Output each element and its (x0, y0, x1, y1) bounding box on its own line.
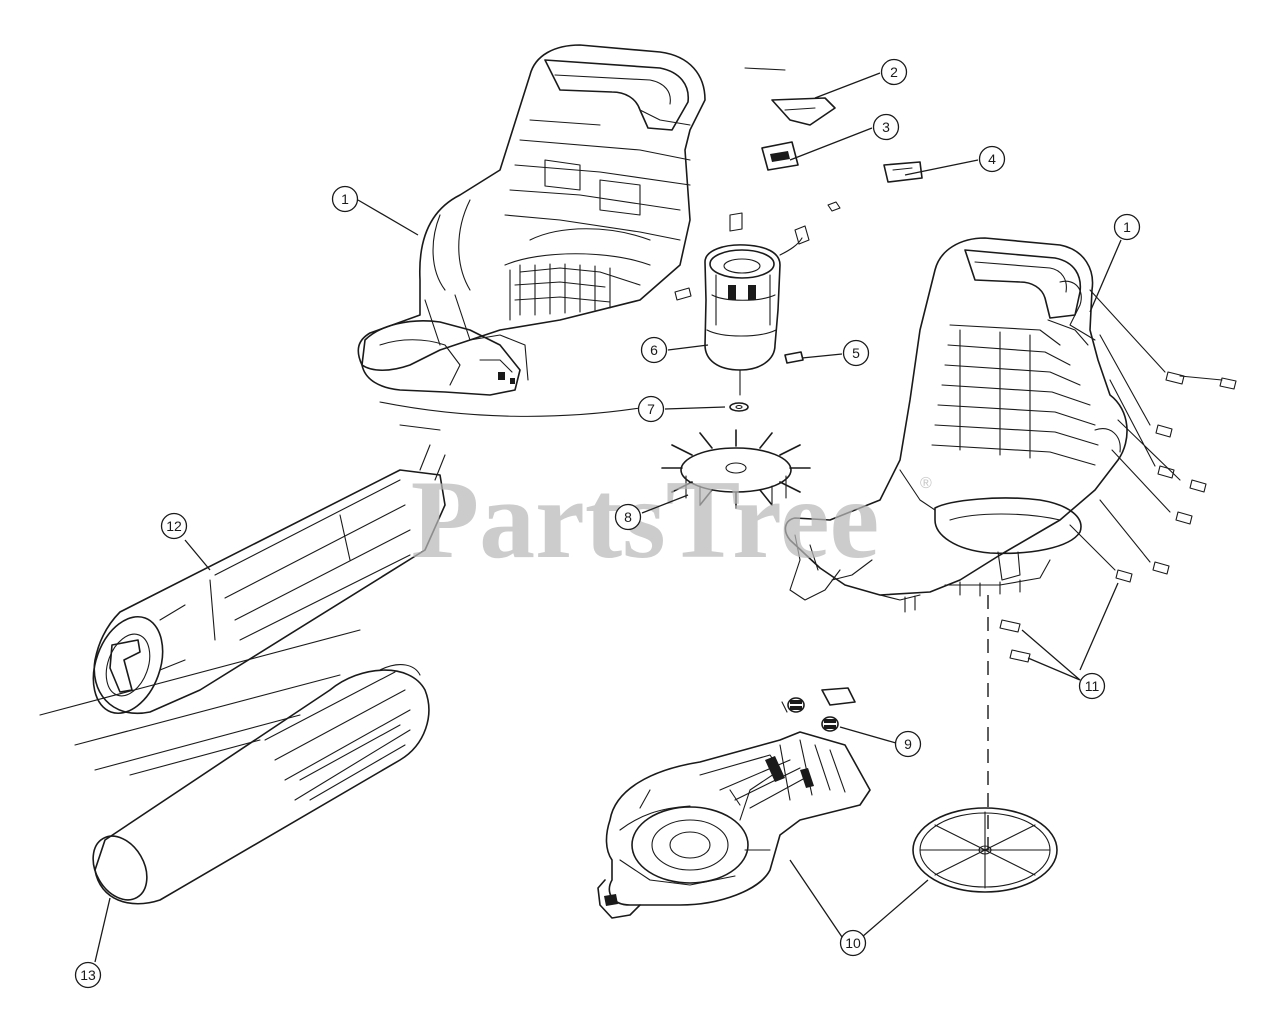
callout-2[interactable]: 2 (880, 58, 908, 86)
small-screws-top (729, 201, 841, 245)
svg-text:1: 1 (1123, 219, 1131, 235)
callout-7[interactable]: 7 (637, 395, 665, 423)
filter-disc-part-10[interactable] (912, 807, 1058, 893)
callout-3[interactable]: 3 (872, 113, 900, 141)
svg-text:11: 11 (1085, 678, 1100, 694)
blower-tube-part-12[interactable] (81, 444, 446, 723)
svg-text:9: 9 (904, 736, 912, 752)
partstree-watermark: PartsTree ® (411, 458, 932, 582)
callout-5[interactable]: 5 (842, 339, 870, 367)
callout-10[interactable]: 10 (839, 929, 867, 957)
motor-part-6[interactable] (674, 237, 803, 396)
svg-text:6: 6 (650, 342, 658, 358)
callout-12[interactable]: 12 (160, 512, 188, 540)
svg-text:5: 5 (852, 345, 860, 361)
callout-1-right[interactable]: 1 (1113, 213, 1141, 241)
svg-text:7: 7 (647, 401, 655, 417)
svg-text:1: 1 (341, 191, 349, 207)
impeller-part-8[interactable] (661, 429, 811, 509)
svg-text:12: 12 (166, 518, 182, 534)
vacuum-base-part-10[interactable] (597, 731, 871, 919)
watermark-text: PartsTree (411, 458, 880, 582)
callout-9[interactable]: 9 (894, 730, 922, 758)
watermark-trademark: ® (920, 475, 932, 492)
vacuum-tube-part-13[interactable] (82, 664, 430, 910)
svg-text:3: 3 (882, 119, 890, 135)
right-housing-half[interactable] (784, 237, 1128, 613)
left-housing-half[interactable] (357, 44, 706, 431)
svg-text:13: 13 (80, 967, 96, 983)
switch-part-2[interactable] (744, 67, 836, 126)
callout-13[interactable]: 13 (74, 961, 102, 989)
callout-4[interactable]: 4 (978, 145, 1006, 173)
callout-1-left[interactable]: 1 (331, 185, 359, 213)
callout-6[interactable]: 6 (640, 336, 668, 364)
svg-text:10: 10 (845, 935, 861, 951)
washer-part-7[interactable] (729, 402, 749, 412)
svg-text:2: 2 (890, 64, 898, 80)
tube-shadow-lines (39, 629, 361, 776)
springs-part-9[interactable] (781, 687, 856, 732)
callout-8[interactable]: 8 (614, 503, 642, 531)
clip-part-4[interactable] (883, 161, 923, 183)
callout-11[interactable]: 11 (1078, 672, 1106, 700)
brush-part-5[interactable] (784, 351, 804, 364)
svg-text:4: 4 (988, 151, 996, 167)
connector-part-3[interactable] (761, 141, 799, 171)
leader-lines (94, 72, 1122, 963)
screws-part-11[interactable] (999, 289, 1237, 663)
svg-text:8: 8 (624, 509, 632, 525)
